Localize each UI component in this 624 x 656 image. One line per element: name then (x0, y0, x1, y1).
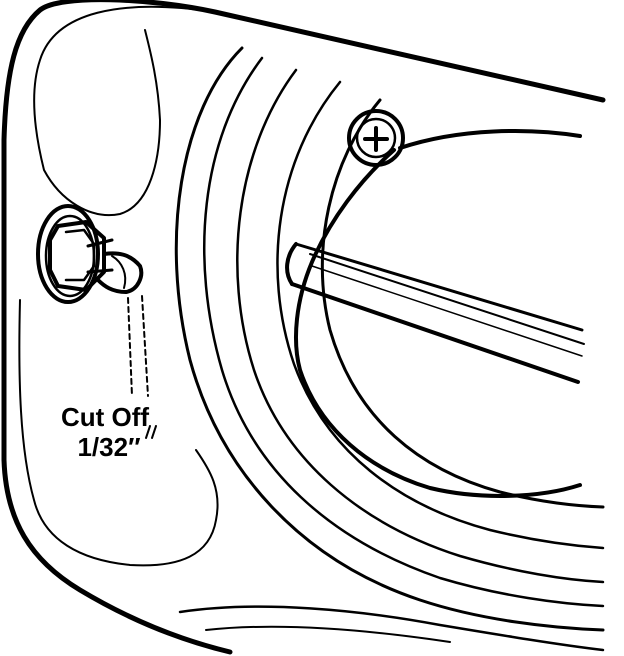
blade-ridge-2 (311, 265, 583, 357)
blade-ridge (309, 253, 585, 345)
housing-bottom-flange-2 (205, 625, 451, 643)
rim-contour-1 (174, 46, 605, 632)
blade-bottom-edge (290, 282, 580, 384)
rim-contour-3 (236, 68, 605, 584)
damper-plate-top (398, 129, 582, 150)
cut-off-callout: Cut Off 1/32″ (40, 402, 170, 462)
hex-nut-icon (36, 204, 114, 304)
housing-inner-edge (33, 5, 216, 217)
stud-end (96, 251, 144, 294)
housing-lower-contour (18, 299, 219, 567)
housing-outline (1, 0, 606, 655)
cut-off-guide (127, 295, 149, 397)
rim-contour-4 (276, 80, 605, 550)
callout-line-2: 1/32″ (77, 432, 141, 462)
rim-contour-5 (320, 98, 605, 509)
inch-mark (145, 425, 157, 439)
blade-tip (285, 242, 298, 286)
rim-contour-2 (202, 56, 605, 608)
damper-plate-edge (294, 148, 582, 498)
phillips-screw-icon (347, 109, 405, 167)
blade-top-edge (294, 242, 584, 332)
housing-bottom-flange (178, 605, 605, 652)
callout-line-1: Cut Off (60, 402, 150, 432)
